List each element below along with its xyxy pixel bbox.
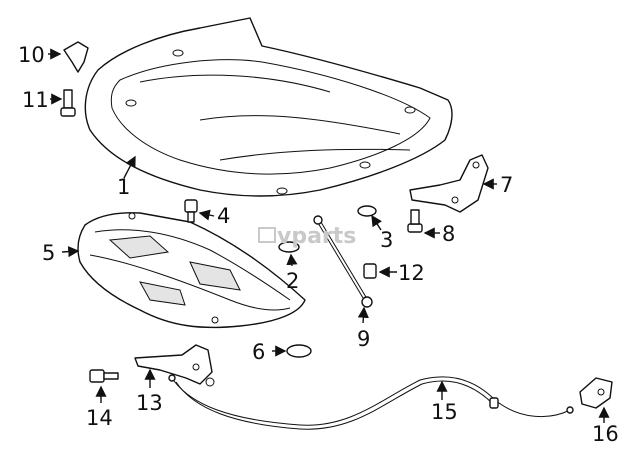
- hood-latch: [134, 344, 215, 387]
- watermark: vparts: [258, 224, 356, 249]
- release-handle: [579, 377, 613, 409]
- callout-3: 3: [380, 228, 393, 252]
- watermark-text: vparts: [277, 224, 356, 249]
- callout-16: 16: [592, 422, 619, 446]
- callout-11: 11: [22, 88, 49, 112]
- hood-hinge: [409, 154, 489, 213]
- cushion-2: [278, 241, 300, 253]
- callout-4: 4: [217, 204, 230, 228]
- latch-bolt: [89, 369, 119, 383]
- callout-12: 12: [398, 261, 425, 285]
- hood-bracket: [63, 41, 89, 73]
- callout-5: 5: [42, 241, 55, 265]
- callout-labels: 1 2 3 4 5 6 7 8 9 10 11 12 13 14 15 16: [18, 43, 619, 446]
- rod-clip: [363, 263, 377, 279]
- hinge-bolt: [407, 209, 423, 233]
- callout-2: 2: [286, 269, 299, 293]
- callout-9: 9: [357, 327, 370, 351]
- callout-6: 6: [252, 340, 265, 364]
- hole-plug: [286, 344, 312, 358]
- callout-15: 15: [431, 400, 458, 424]
- callout-10: 10: [18, 43, 45, 67]
- bracket-bolt: [60, 89, 76, 117]
- leader-lines: [48, 48, 610, 423]
- callout-13: 13: [136, 391, 163, 415]
- hood-bumper-stop: [184, 199, 198, 223]
- hood-panel: [84, 17, 453, 197]
- callout-8: 8: [442, 222, 455, 246]
- callout-1: 1: [117, 175, 130, 199]
- hood-insulator: [77, 212, 306, 329]
- callout-14: 14: [86, 406, 113, 430]
- release-cable: [168, 374, 574, 430]
- cushion-3: [357, 205, 377, 217]
- callout-7: 7: [500, 173, 513, 197]
